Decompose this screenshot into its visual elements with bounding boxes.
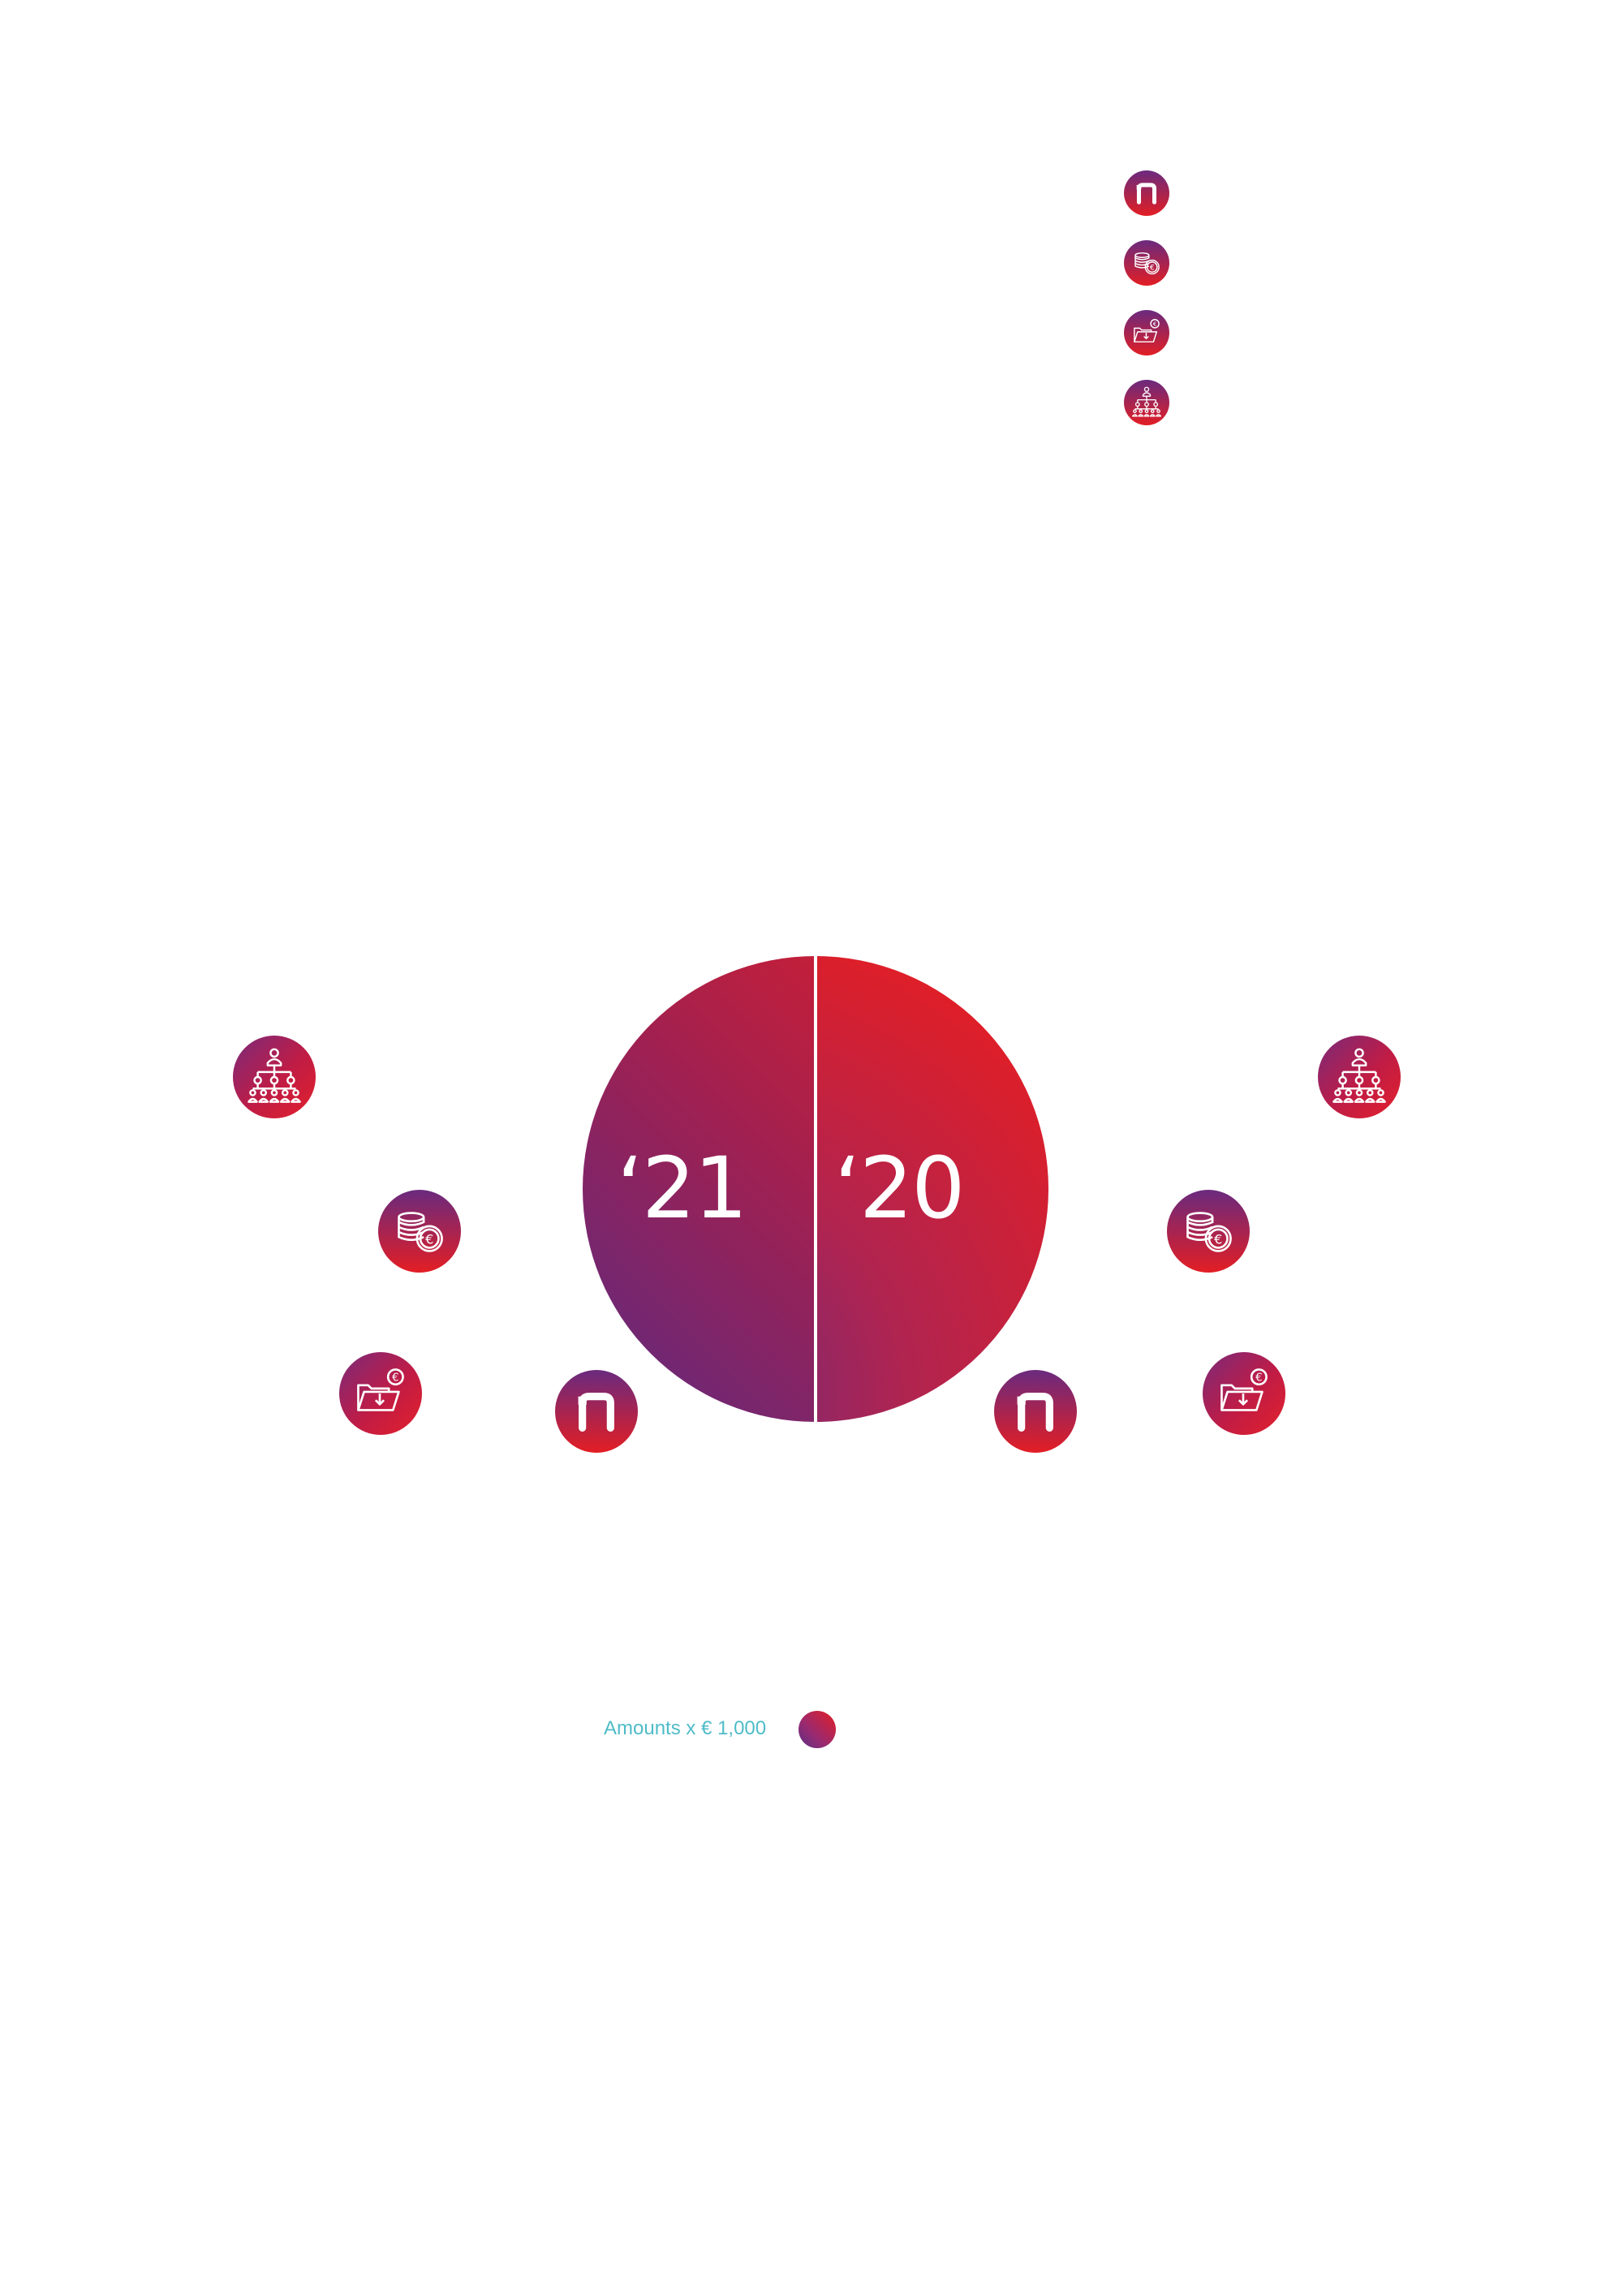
amounts-note: Amounts x € 1,000 — [604, 1717, 767, 1739]
year-comparison-circle — [583, 956, 1048, 1422]
coins-euro-icon — [378, 1190, 461, 1273]
gradient-dot-icon — [799, 1711, 836, 1748]
coins-euro-icon — [1124, 240, 1169, 286]
year-2021-label: ‘21 — [617, 1139, 747, 1238]
brand-n-icon — [994, 1370, 1077, 1453]
org-chart-icon — [233, 1036, 316, 1118]
folder-euro-icon — [339, 1352, 422, 1435]
folder-euro-icon — [1203, 1352, 1285, 1435]
org-chart-icon — [1318, 1036, 1401, 1118]
brand-n-icon — [555, 1370, 638, 1453]
brand-n-icon — [1124, 170, 1169, 216]
year-2020-label: ‘20 — [834, 1139, 965, 1238]
coins-euro-icon — [1167, 1190, 1250, 1273]
org-chart-icon — [1124, 380, 1169, 425]
folder-euro-icon — [1124, 310, 1169, 355]
